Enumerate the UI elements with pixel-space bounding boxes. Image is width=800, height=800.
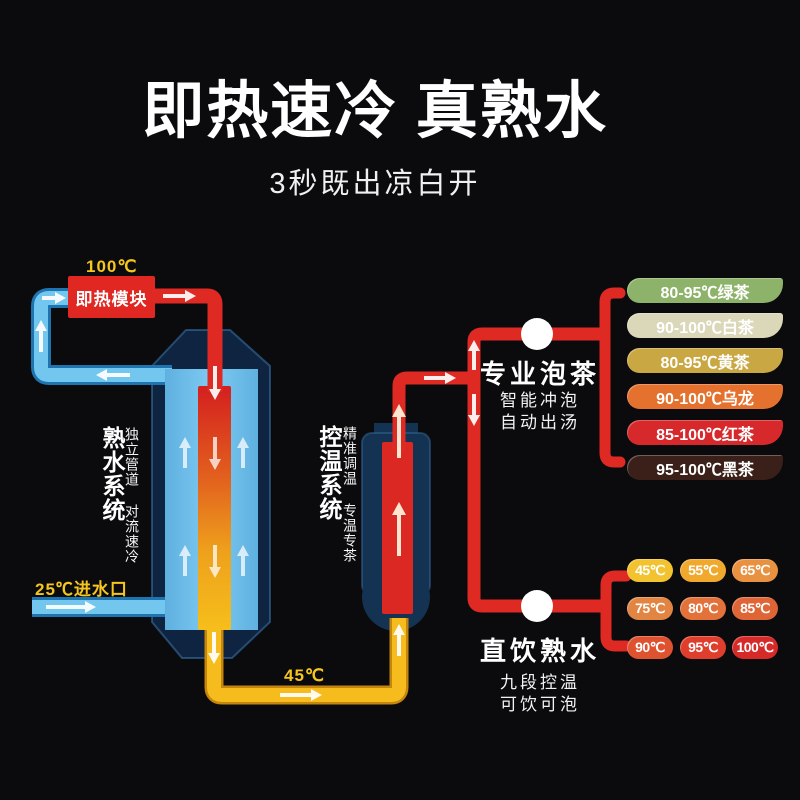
temp-option: 45℃ [627,559,673,582]
drink-bracket [600,570,632,652]
temp-option: 100℃ [732,636,778,659]
drink-section-title: 直饮熟水 [479,636,600,666]
tea-junction-node [521,318,553,350]
temp-option: 80℃ [680,597,726,620]
page-subtitle: 3秒既出凉白开 [269,168,481,200]
temp-option: 85℃ [732,597,778,620]
tea-item: 80-95℃绿茶 [627,278,783,303]
temp-control-system-desc: 精准调温 专温专茶 [342,426,358,563]
tea-item: 90-100℃乌龙 [627,384,783,409]
tea-bracket [599,287,626,468]
inlet-label: 25℃进水口 [35,580,128,599]
tea-item: 85-100℃红茶 [627,420,783,445]
flow-arrows [35,290,480,701]
temp-option: 55℃ [680,559,726,582]
drink-section-desc1: 九段控温 [500,673,580,692]
hot-pipe-module-to-tank [152,288,223,392]
hot-distribution-pipes [392,287,632,652]
heater-module-label: 即热模块 [75,289,148,309]
drink-section-desc2: 可饮可泡 [500,695,580,714]
module-temp-label: 100℃ [86,257,138,276]
tea-section-title: 专业泡茶 [479,359,600,389]
heating-column [198,386,231,630]
outlet-temp-label: 45℃ [284,666,326,685]
tea-section-desc2: 自动出汤 [500,413,580,432]
temp-option: 95℃ [680,636,726,659]
tea-item: 90-100℃白茶 [627,313,783,338]
temp-control-system-name: 控温系统 [316,425,342,521]
tea-item: 80-95℃黄茶 [627,348,783,373]
hot-water-system-desc: 独立管道 对流速冷 [124,427,140,564]
temp-option: 65℃ [732,559,778,582]
tea-item: 95-100℃黑茶 [627,455,783,480]
hot-water-system-name: 熟水系统 [99,426,125,522]
page-title: 即热速冷 真熟水 [142,78,608,146]
heater-module-box [68,276,155,318]
drink-junction-node [521,590,553,622]
tea-section-desc1: 智能冲泡 [500,391,580,410]
temp-option: 75℃ [627,597,673,620]
temp-option: 90℃ [627,636,673,659]
